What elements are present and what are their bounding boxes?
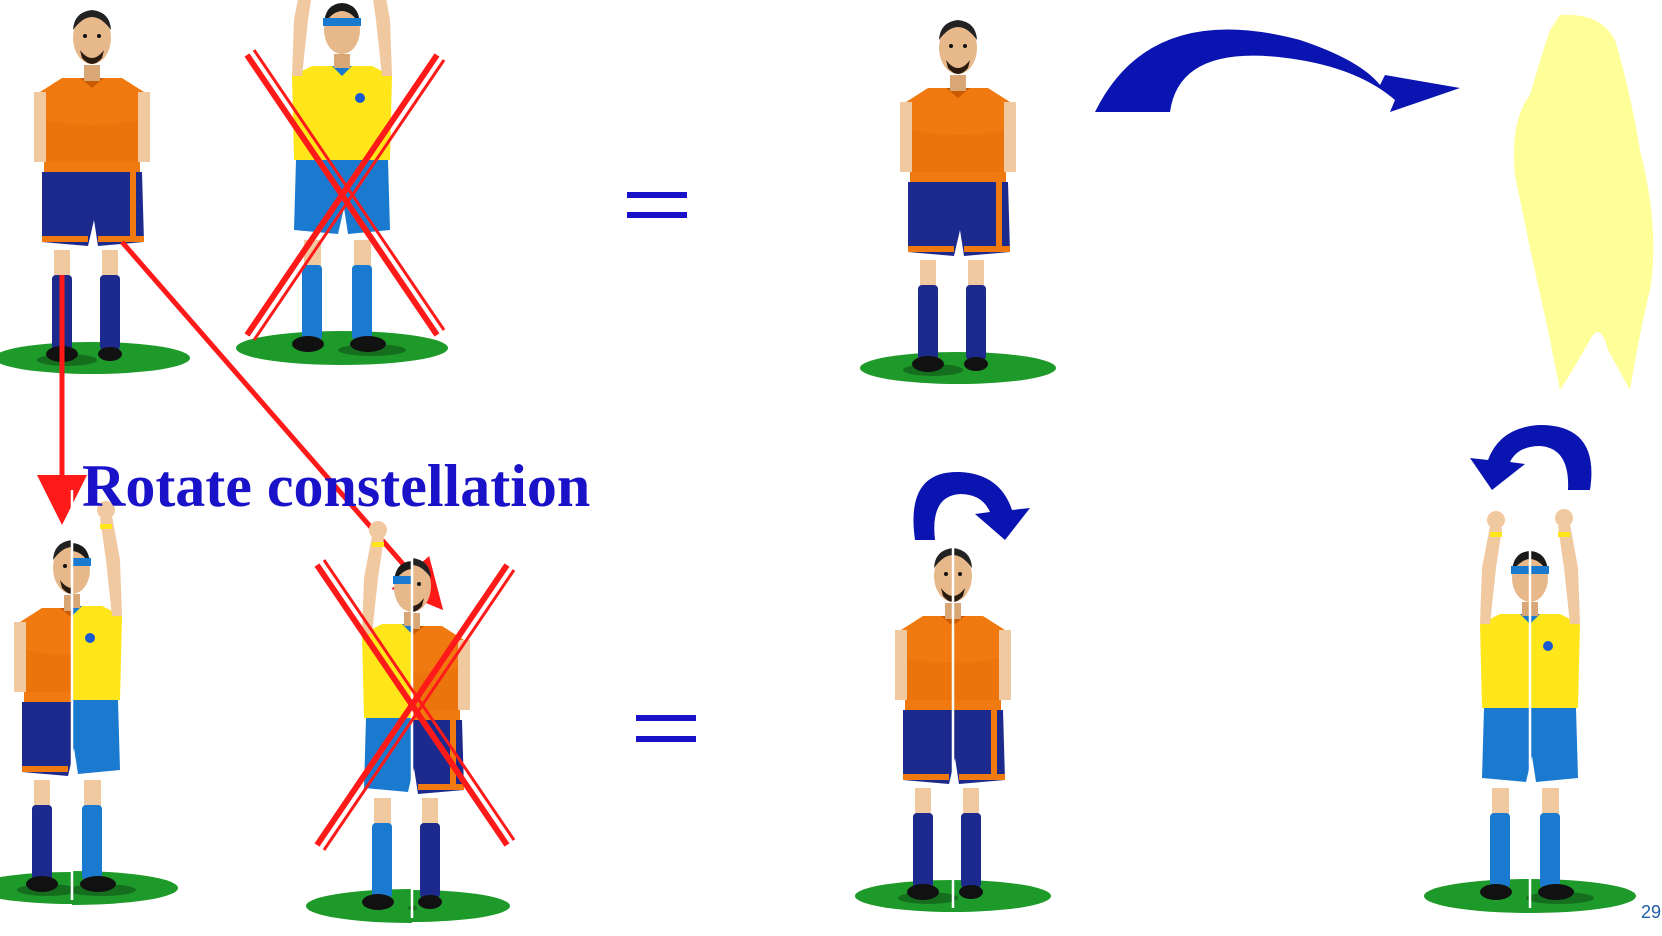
flip-arrow-icon-yellow bbox=[1470, 425, 1592, 490]
page-number: 29 bbox=[1641, 902, 1662, 922]
ghost-silhouette bbox=[1514, 14, 1654, 390]
split-player-orange-yellow bbox=[0, 490, 178, 905]
orange-player-mirrored bbox=[855, 528, 1051, 912]
orange-player-result bbox=[860, 20, 1056, 384]
split-player-yellow-orange bbox=[306, 508, 518, 923]
orange-player-original bbox=[0, 10, 190, 374]
equals-sign-top bbox=[627, 192, 687, 218]
flip-arrow-icon-orange bbox=[913, 471, 1030, 540]
slide-caption: Rotate constellation bbox=[82, 453, 591, 519]
equals-sign-bottom bbox=[636, 715, 696, 742]
yellow-player-mirrored bbox=[1424, 508, 1636, 913]
curved-arrow-icon bbox=[1095, 29, 1460, 112]
yellow-player-excluded bbox=[236, 0, 448, 365]
